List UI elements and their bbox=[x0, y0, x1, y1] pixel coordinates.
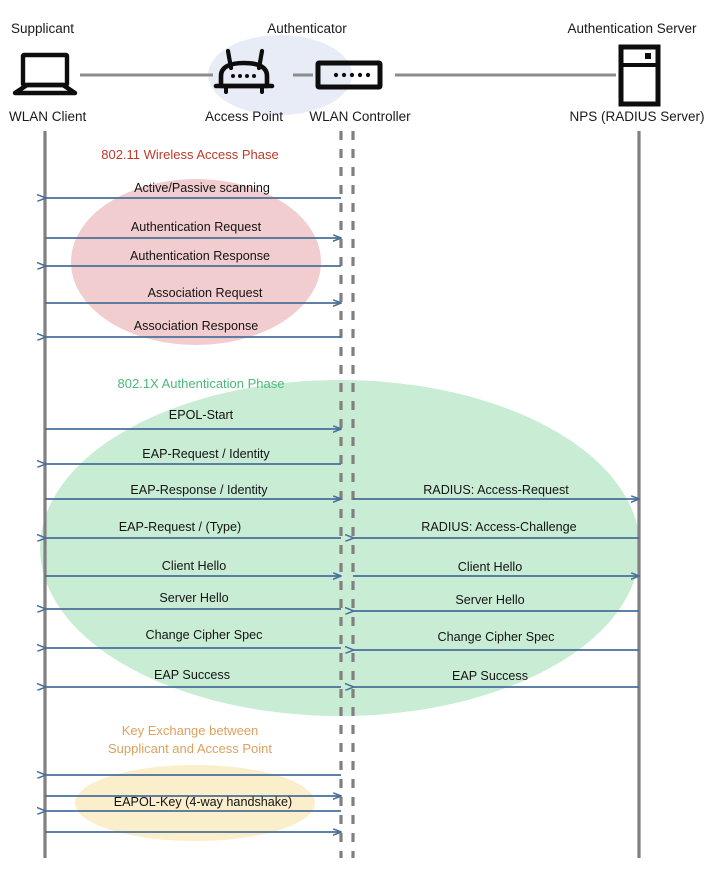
message-label: Server Hello bbox=[455, 593, 524, 607]
message-label: EAP-Request / (Type) bbox=[119, 520, 242, 534]
actor-role-supplicant: Supplicant bbox=[11, 21, 74, 36]
message-label: EAP-Request / Identity bbox=[142, 447, 270, 461]
message-label: EAPOL-Key (4-way handshake) bbox=[114, 795, 293, 809]
message-label: EPOL-Start bbox=[169, 408, 234, 422]
network-controller-icon bbox=[315, 60, 383, 90]
wireless-router-icon bbox=[213, 48, 275, 94]
phase-802-11-label: 802.11 Wireless Access Phase bbox=[101, 147, 279, 162]
actor-role-auth-server: Authentication Server bbox=[567, 21, 697, 36]
phase-key-exchange-label-line1: Key Exchange between bbox=[122, 723, 259, 738]
message-label: Authentication Response bbox=[130, 249, 270, 263]
phase-802-1x-messages-right: RADIUS: Access-Request RADIUS: Access-Ch… bbox=[353, 483, 639, 687]
message-label: EAP Success bbox=[452, 669, 528, 683]
actor-name-wlan-client: WLAN Client bbox=[9, 109, 87, 124]
message-label: RADIUS: Access-Challenge bbox=[421, 520, 576, 534]
actor-role-authenticator: Authenticator bbox=[267, 21, 347, 36]
phase-802-1x-messages-left: EPOL-Start EAP-Request / Identity EAP-Re… bbox=[45, 408, 341, 687]
actor-name-nps-radius-server: NPS (RADIUS Server) bbox=[569, 109, 704, 124]
message-label: Association Response bbox=[134, 319, 259, 333]
message-label: Client Hello bbox=[162, 559, 226, 573]
message-label: Association Request bbox=[148, 286, 263, 300]
message-label: EAP Success bbox=[154, 668, 230, 682]
actor-name-wlan-controller: WLAN Controller bbox=[309, 109, 411, 124]
message-label: Change Cipher Spec bbox=[146, 628, 263, 642]
message-label: EAP-Response / Identity bbox=[130, 483, 268, 497]
laptop-icon bbox=[12, 52, 78, 96]
phase-key-exchange-ellipse bbox=[75, 765, 315, 841]
server-tower-icon bbox=[618, 44, 661, 107]
message-label: Change Cipher Spec bbox=[438, 630, 555, 644]
phase-802-1x-label: 802.1X Authentication Phase bbox=[118, 376, 285, 391]
lifelines-layer bbox=[43, 131, 641, 858]
phase-802-11-messages: Active/Passive scanning Authentication R… bbox=[45, 181, 341, 337]
actor-name-access-point: Access Point bbox=[205, 109, 283, 124]
phase-key-exchange-label-line2: Supplicant and Access Point bbox=[108, 741, 272, 756]
authenticator-group-ellipse bbox=[208, 35, 352, 115]
message-label: RADIUS: Access-Request bbox=[423, 483, 569, 497]
message-label: Active/Passive scanning bbox=[134, 181, 270, 195]
phase-key-exchange-messages: EAPOL-Key (4-way handshake) bbox=[45, 775, 341, 832]
message-label: Authentication Request bbox=[131, 220, 262, 234]
message-label: Server Hello bbox=[159, 591, 228, 605]
message-label: Client Hello bbox=[458, 560, 522, 574]
